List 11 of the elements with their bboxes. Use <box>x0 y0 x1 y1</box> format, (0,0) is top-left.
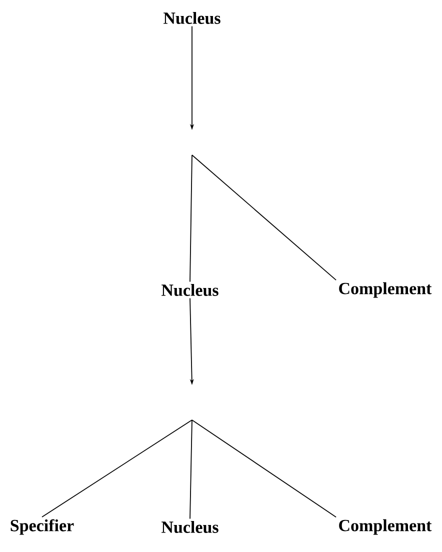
tree-branch <box>42 420 192 518</box>
tree-label: Nucleus <box>164 12 220 24</box>
tree-label: Complement <box>339 282 432 298</box>
tree-label: Specifier <box>10 519 74 535</box>
tree-label: Nucleus <box>162 284 218 296</box>
tree-branch <box>192 154 336 281</box>
tree-label: Complement <box>339 519 432 535</box>
tree-label: Nucleus <box>162 521 218 533</box>
tree-branch <box>190 420 192 520</box>
tree-branch <box>190 154 192 282</box>
tree-branch <box>192 420 336 518</box>
